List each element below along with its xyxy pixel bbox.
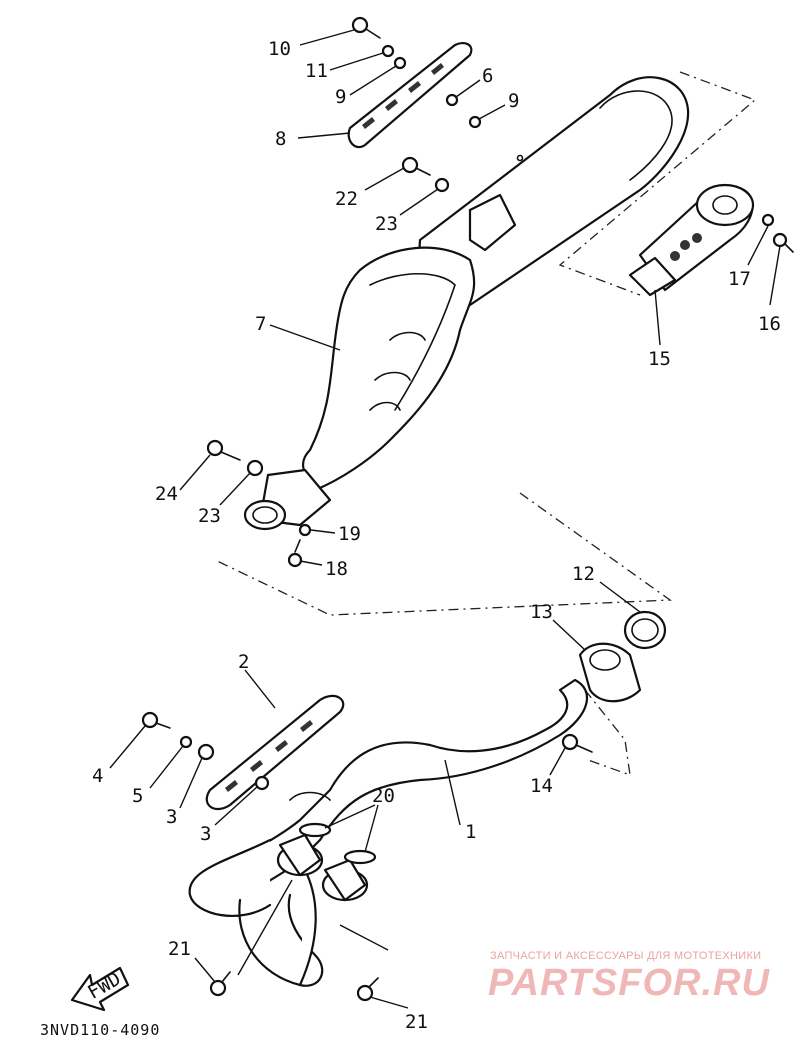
callout-24: 24 — [155, 483, 178, 505]
callout-3a: 3 — [166, 806, 177, 828]
bolt-21a — [209, 971, 231, 997]
washer-6 — [445, 93, 459, 107]
callout-2: 2 — [238, 651, 249, 673]
callout-18: 18 — [325, 558, 348, 580]
callout-14: 14 — [530, 775, 553, 797]
washer-11 — [381, 44, 395, 58]
callout-23b: 23 — [198, 505, 221, 527]
callout-4: 4 — [92, 765, 103, 787]
callout-23a: 23 — [375, 213, 398, 235]
callout-9b: 9 — [508, 90, 519, 112]
exhaust-flanges — [276, 833, 369, 902]
hardware — [141, 16, 794, 1002]
bolt-18 — [287, 539, 303, 568]
leader-lines — [109, 29, 781, 1009]
callout-17: 17 — [728, 268, 751, 290]
callout-5: 5 — [132, 785, 143, 807]
nut-9b — [468, 115, 482, 129]
callout-20: 20 — [372, 785, 395, 807]
assembly-outlines — [214, 71, 757, 776]
callout-15: 15 — [648, 348, 671, 370]
callout-22: 22 — [335, 188, 358, 210]
joint-part — [578, 642, 642, 703]
callout-3b: 3 — [200, 823, 211, 845]
bolt-10 — [351, 16, 381, 39]
callout-10: 10 — [268, 38, 291, 60]
nut-3a — [197, 743, 215, 761]
callout-1: 1 — [465, 821, 476, 843]
diagram-code: 3NVD110-4090 — [40, 1021, 161, 1039]
nut-3b — [254, 775, 270, 791]
callout-labels: 10 11 9 6 9 8 22 23 7 24 23 19 18 17 16 … — [92, 38, 781, 1033]
callout-21a: 21 — [168, 938, 191, 960]
callout-21b: 21 — [405, 1011, 428, 1033]
washer-5 — [179, 735, 193, 749]
bolt-16 — [772, 232, 794, 253]
gasket-20a — [298, 822, 332, 838]
callout-6: 6 — [482, 65, 493, 87]
washer-23b — [246, 459, 264, 477]
exhaust-pipe-part — [188, 678, 589, 987]
muffler-protector-part — [347, 41, 473, 149]
callout-19: 19 — [338, 523, 361, 545]
watermark-logo: PARTSFOR.RU — [488, 962, 770, 1004]
muffler-part — [243, 76, 690, 531]
spark-arrester-part — [628, 183, 755, 297]
washer-19 — [298, 523, 312, 537]
washer-23a — [434, 177, 450, 193]
bolt-4 — [141, 711, 171, 729]
washer-17 — [761, 213, 775, 227]
gasket-part — [623, 610, 667, 650]
callout-7: 7 — [255, 313, 266, 335]
watermark-tagline: ЗАПЧАСТИ И АКСЕССУАРЫ ДЛЯ МОТОТЕХНИКИ — [490, 950, 762, 962]
callout-12: 12 — [572, 563, 595, 585]
callout-9a: 9 — [335, 86, 346, 108]
callout-13: 13 — [530, 601, 553, 623]
fwd-arrow-icon: FWD — [70, 966, 130, 1012]
bolt-14 — [561, 733, 593, 753]
callout-8: 8 — [275, 128, 286, 150]
callout-16: 16 — [758, 313, 781, 335]
bolt-24 — [206, 439, 241, 461]
bolt-22 — [401, 156, 431, 176]
callout-11: 11 — [305, 60, 328, 82]
nut-9a — [393, 56, 407, 70]
pipe-protector-part — [205, 694, 345, 811]
bolt-21b — [356, 977, 379, 1002]
gasket-20b — [343, 849, 377, 865]
